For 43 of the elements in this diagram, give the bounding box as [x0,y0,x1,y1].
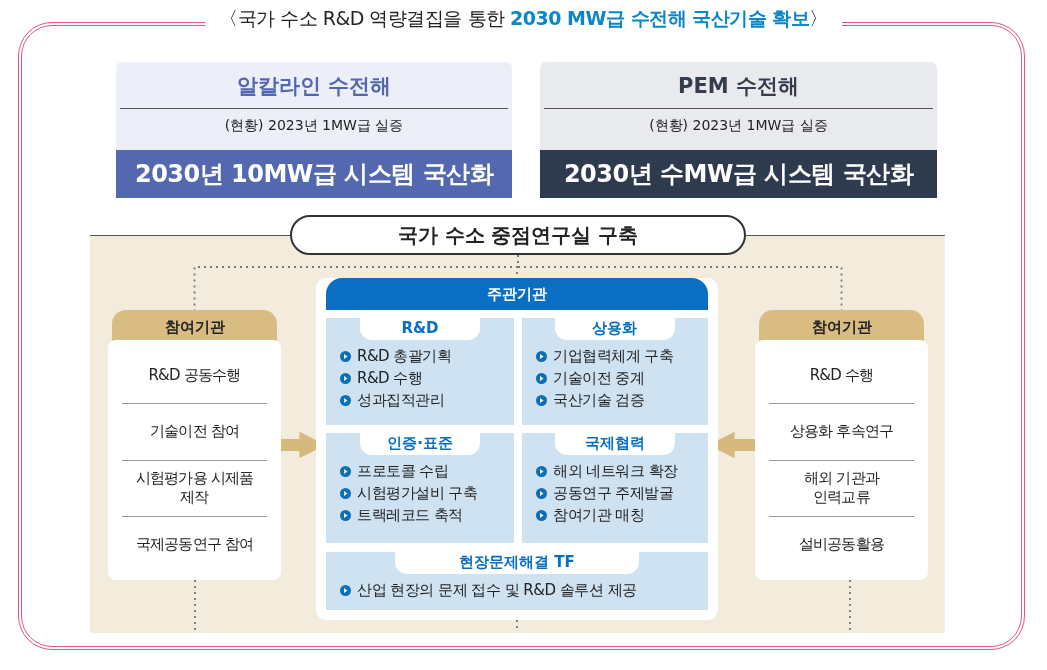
list-item: R&D 수행 [809,366,874,386]
heading-tab: 현장문제해결 TF [394,552,640,574]
list-item: 국산기술 검증 [553,391,645,410]
heading-tab: R&D [359,318,481,340]
list-item: 성과집적관리 [357,391,444,410]
organizer-panel [316,278,718,620]
status-text: (현황) 2023년 1MW급 실증 [224,117,404,135]
list-item: 국제공동연구 참여 [135,534,254,554]
panel-header: 주관기관 [326,278,708,310]
list-item: 설비공동활용 [798,534,885,554]
status-text: (현황) 2023년 1MW급 실증 [649,117,828,135]
target-bar: 2030년 수MW급 시스템 국산화 [540,150,937,198]
task-box [522,433,708,543]
goal-card [116,62,512,198]
task-box [326,552,708,610]
goal-card [540,62,937,198]
heading-tab: 인증·표준 [359,433,481,455]
list-item: 해외 기관과 인력교류 [803,469,881,508]
task-box [326,318,514,425]
card-heading: 알칼라인 수전해 [236,73,392,100]
list-item: 산업 현장의 문제 접수 및 R&D 솔루션 제공 [357,581,637,600]
list-item: 해외 네트워크 확장 [553,462,678,481]
list-item: R&D 총괄기획 [357,347,452,366]
title: 〈국가 수소 R&D 역량결집을 통한 2030 MW급 수전해 국산기술 확보〉 [205,7,842,29]
list-item: 참여기관 매칭 [553,506,645,525]
list-item: 기술이전 참여 [149,422,240,442]
task-box [522,318,708,425]
list-item: 상용화 후속연구 [789,422,894,442]
target-bar: 2030년 10MW급 시스템 국산화 [116,150,512,198]
heading-tab: 국제협력 [555,433,675,455]
list-item: 시험평가설비 구축 [357,484,478,503]
list-item: 프로토콜 수립 [357,462,449,481]
list-item: 기업협력체계 구축 [553,347,674,366]
title-pill: 국가 수소 중점연구실 구축 [290,215,746,255]
list-item: 트랙레코드 축적 [357,506,463,525]
card-heading: PEM 수전해 [678,73,799,100]
list-item: R&D 공동수행 [148,366,241,386]
list-item: 시험평가용 시제품 제작 [134,469,255,508]
list-item: R&D 수행 [357,369,423,388]
heading-tab: 상용화 [555,318,675,340]
list-item: 공동연구 주제발굴 [553,484,674,503]
list-item: 기술이전 중계 [553,369,645,388]
task-box [326,433,514,543]
